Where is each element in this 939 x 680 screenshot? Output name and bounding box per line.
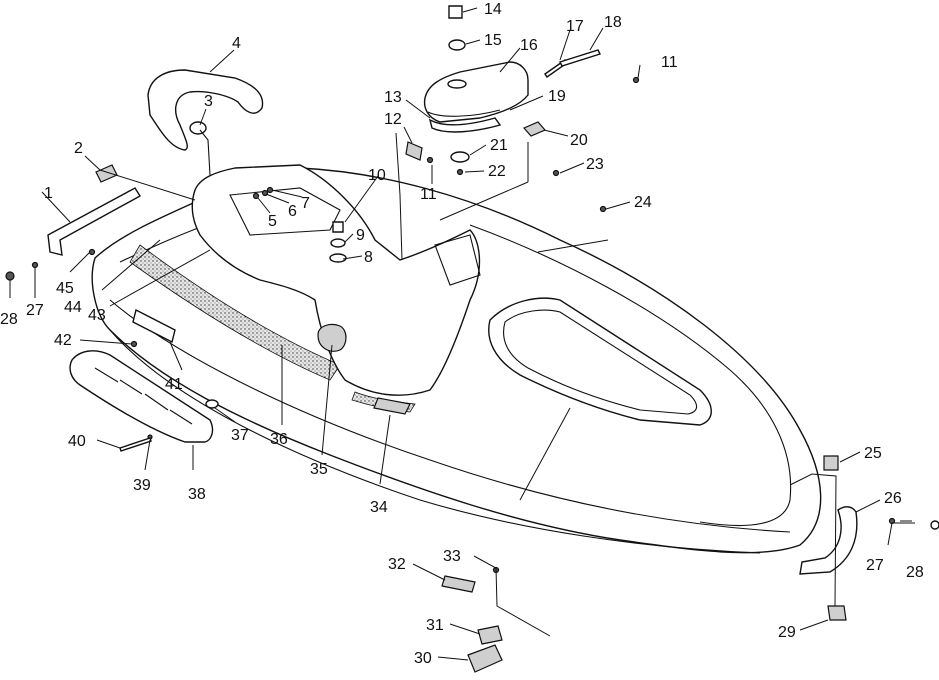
callout-25: 25 (864, 445, 882, 462)
callout-16: 16 (520, 37, 538, 54)
callout-34: 34 (370, 499, 388, 516)
console-seat (191, 164, 712, 426)
hatch-cover-16 (423, 61, 529, 123)
callout-21: 21 (490, 137, 508, 154)
callout-labels: 1 2 3 4 5 6 7 8 9 10 11 11 12 13 14 15 1… (0, 1, 924, 667)
callout-28a: 28 (0, 311, 18, 328)
callout-11a: 11 (420, 186, 437, 203)
callout-6: 6 (288, 203, 297, 220)
callout-9: 9 (356, 227, 365, 244)
callout-27a: 27 (26, 302, 44, 319)
callout-4: 4 (232, 35, 241, 52)
callout-33: 33 (443, 548, 461, 565)
callout-18: 18 (604, 14, 622, 31)
callout-15: 15 (484, 32, 502, 49)
callout-38: 38 (188, 486, 206, 503)
callout-14: 14 (484, 1, 502, 18)
callout-30: 30 (414, 650, 432, 667)
callout-20: 20 (570, 132, 588, 149)
callout-42: 42 (54, 332, 72, 349)
leader-lines (9, 7, 915, 661)
small-parts (5, 5, 939, 673)
callout-2: 2 (74, 140, 83, 157)
callout-29: 29 (778, 624, 796, 641)
callout-27b: 27 (866, 557, 884, 574)
hatch-hinge-19 (428, 117, 502, 133)
callout-35: 35 (310, 461, 328, 478)
callout-24: 24 (634, 194, 652, 211)
callout-8: 8 (364, 249, 373, 266)
callout-22: 22 (488, 163, 506, 180)
callout-26: 26 (884, 490, 902, 507)
callout-43: 43 (88, 307, 106, 324)
callout-32: 32 (388, 556, 406, 573)
callout-23: 23 (586, 156, 604, 173)
callout-44: 44 (64, 299, 82, 316)
callout-31: 31 (426, 617, 444, 634)
callout-10: 10 (368, 167, 386, 184)
non-skid-strip (129, 244, 341, 381)
callout-13: 13 (384, 89, 402, 106)
callout-36: 36 (270, 431, 288, 448)
callout-45: 45 (56, 280, 74, 297)
callout-3: 3 (204, 93, 213, 110)
callout-7: 7 (301, 195, 310, 212)
callout-37: 37 (231, 427, 249, 444)
callout-1: 1 (44, 185, 53, 202)
callout-28b: 28 (906, 564, 924, 581)
callout-40: 40 (68, 433, 86, 450)
handle-part-4 (147, 69, 264, 176)
callout-39: 39 (133, 477, 151, 494)
callout-19: 19 (548, 88, 566, 105)
callout-41: 41 (165, 376, 183, 393)
callout-17: 17 (566, 18, 584, 35)
callout-12: 12 (384, 111, 402, 128)
callout-11b: 11 (661, 54, 678, 71)
callout-5: 5 (268, 213, 277, 230)
